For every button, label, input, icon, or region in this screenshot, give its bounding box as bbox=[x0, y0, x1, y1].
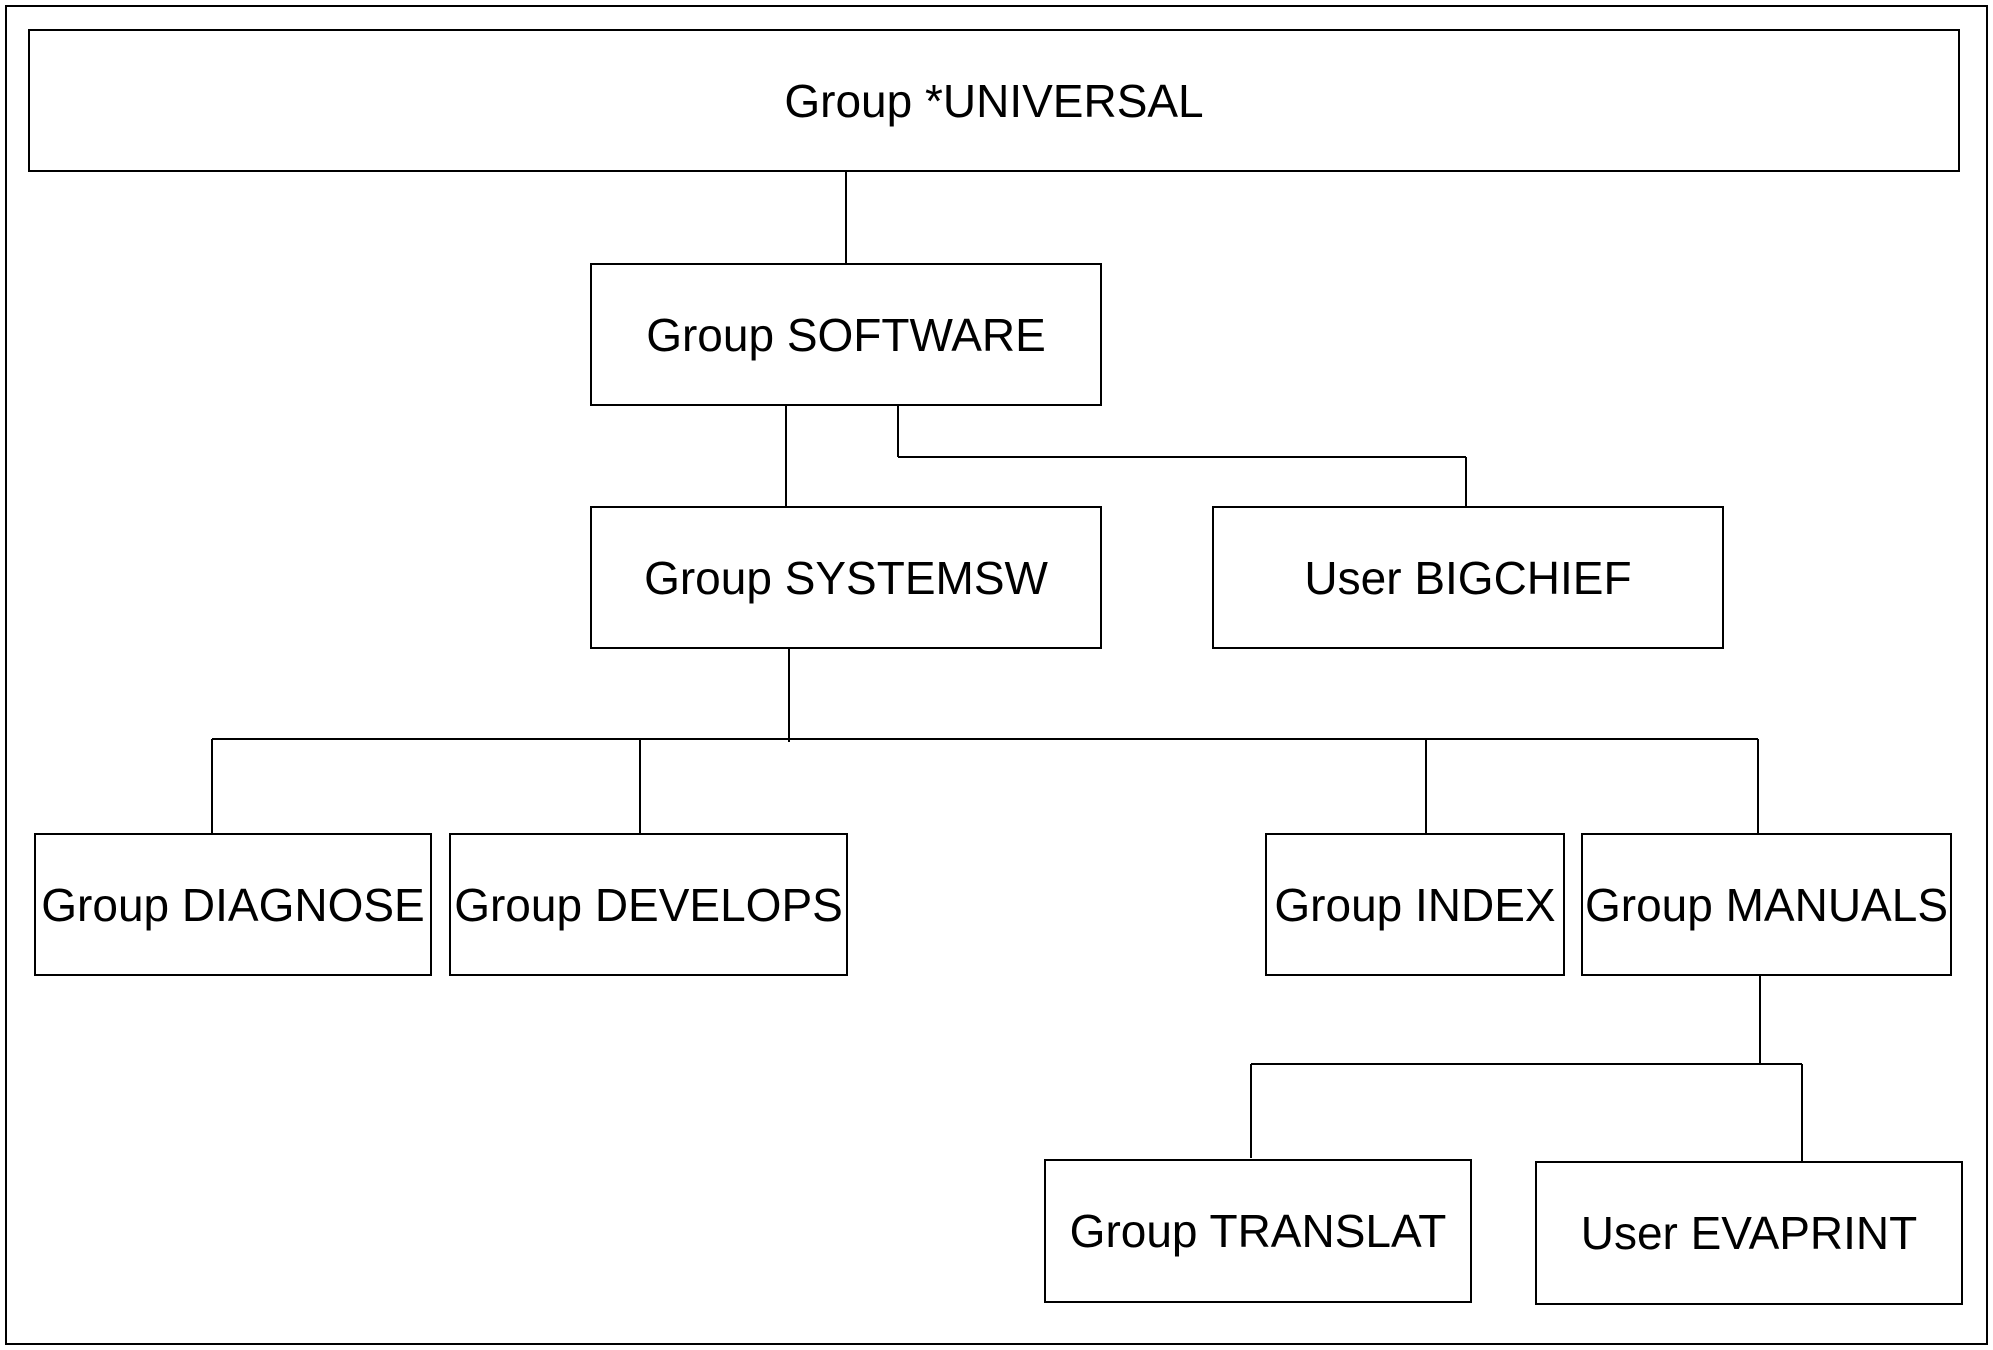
node-label: User BIGCHIEF bbox=[1304, 551, 1632, 604]
node-group-translat: Group TRANSLAT bbox=[1044, 1159, 1472, 1303]
node-label: Group SOFTWARE bbox=[646, 308, 1046, 361]
node-group-develops: Group DEVELOPS bbox=[449, 833, 848, 976]
node-group-universal: Group *UNIVERSAL bbox=[28, 29, 1960, 172]
node-group-manuals: Group MANUALS bbox=[1581, 833, 1952, 976]
node-user-evaprint: User EVAPRINT bbox=[1535, 1161, 1963, 1305]
node-group-software: Group SOFTWARE bbox=[590, 263, 1102, 406]
node-label: Group DIAGNOSE bbox=[41, 878, 425, 931]
node-user-bigchief: User BIGCHIEF bbox=[1212, 506, 1724, 649]
node-label: Group INDEX bbox=[1274, 878, 1556, 931]
diagram-frame bbox=[5, 5, 1988, 1345]
node-group-systemsw: Group SYSTEMSW bbox=[590, 506, 1102, 649]
node-group-index: Group INDEX bbox=[1265, 833, 1565, 976]
node-label: Group MANUALS bbox=[1584, 878, 1948, 931]
node-label: User EVAPRINT bbox=[1580, 1207, 1918, 1259]
node-label: Group SYSTEMSW bbox=[644, 551, 1048, 604]
node-label: Group DEVELOPS bbox=[454, 878, 843, 931]
node-label: Group TRANSLAT bbox=[1069, 1205, 1447, 1257]
node-group-diagnose: Group DIAGNOSE bbox=[34, 833, 432, 976]
node-label: Group *UNIVERSAL bbox=[784, 74, 1204, 127]
